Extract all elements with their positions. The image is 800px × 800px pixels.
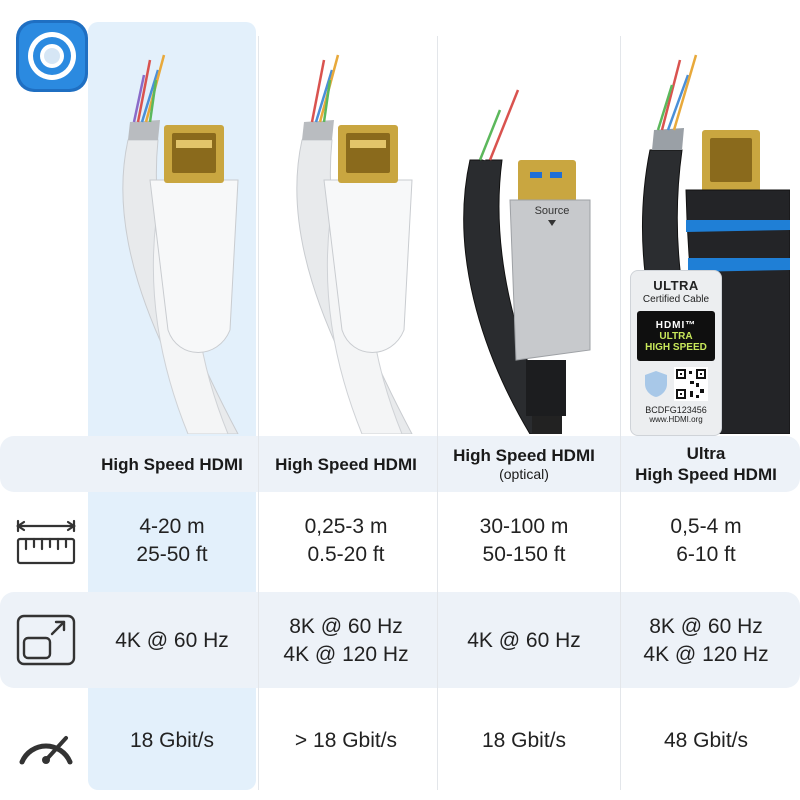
column-title-text: High Speed HDMI — [275, 454, 417, 474]
length-meters: 0,25-3 m — [304, 515, 388, 538]
length-meters: 30-100 m — [479, 515, 569, 538]
column-subtitle: (optical) — [499, 466, 549, 482]
bandwidth-value: 18 Gbit/s — [481, 729, 567, 752]
bandwidth-cell-4: 48 Gbit/s — [622, 714, 790, 768]
ruler-icon — [16, 519, 76, 565]
resolution-value: 4K @ 120 Hz — [283, 643, 409, 666]
resolution-cell-3: 4K @ 60 Hz — [440, 600, 608, 682]
bandwidth-cell-1: 18 Gbit/s — [88, 714, 256, 768]
header-band — [0, 436, 800, 492]
bandwidth-value: 18 Gbit/s — [129, 729, 215, 752]
hdmi-logo: HDMI™ ULTRA HIGH SPEED — [637, 311, 715, 361]
column-title-1: High Speed HDMI — [88, 436, 256, 492]
hdmi-logo-text: HDMI™ — [655, 319, 697, 331]
cable-image-optical: Source — [440, 30, 608, 434]
brand-ring-icon — [16, 20, 88, 92]
column-title-text: Ultra — [686, 444, 726, 463]
screen-resize-icon — [16, 614, 76, 666]
cable-image-white-1 — [88, 30, 256, 434]
length-feet: 6-10 ft — [676, 543, 736, 566]
length-meters: 0,5-4 m — [670, 515, 742, 538]
resolution-value: 4K @ 120 Hz — [643, 643, 769, 666]
bandwidth-cell-2: > 18 Gbit/s — [262, 714, 430, 768]
column-divider — [258, 36, 259, 790]
length-cell-2: 0,25-3 m 0.5-20 ft — [262, 506, 430, 576]
resolution-band — [0, 592, 800, 688]
qr-code-icon — [674, 367, 708, 401]
column-divider — [437, 36, 438, 790]
length-meters: 4-20 m — [139, 515, 205, 538]
column-title-text: High Speed HDMI — [453, 446, 595, 465]
bandwidth-value: > 18 Gbit/s — [294, 729, 398, 752]
speedometer-icon — [19, 736, 73, 765]
badge-url: www.HDMI.org — [649, 415, 703, 424]
bandwidth-value: 48 Gbit/s — [663, 729, 749, 752]
badge-certified-label: Certified Cable — [642, 294, 710, 305]
resolution-value: 4K @ 60 Hz — [467, 629, 581, 652]
column-divider — [620, 36, 621, 790]
hdmi-ultra-text: ULTRA — [659, 330, 693, 342]
ultra-certified-badge: ULTRA Certified Cable HDMI™ ULTRA HIGH S… — [630, 270, 722, 436]
length-cell-1: 4-20 m 25-50 ft — [88, 506, 256, 576]
length-cell-3: 30-100 m 50-150 ft — [440, 506, 608, 576]
cable-image-white-2 — [262, 30, 430, 434]
bandwidth-cell-3: 18 Gbit/s — [440, 714, 608, 768]
resolution-value: 4K @ 60 Hz — [115, 629, 229, 652]
column-title-3: High Speed HDMI (optical) — [440, 436, 608, 492]
badge-code: BCDFG123456 — [645, 405, 707, 415]
optical-source-label: Source — [535, 205, 570, 217]
length-feet: 0.5-20 ft — [307, 543, 385, 566]
resolution-value: 8K @ 60 Hz — [289, 615, 403, 638]
resolution-value: 8K @ 60 Hz — [649, 615, 763, 638]
hdmi-high-speed-text: HIGH SPEED — [645, 341, 707, 353]
resolution-cell-1: 4K @ 60 Hz — [88, 600, 256, 682]
column-title-text: High Speed HDMI — [101, 454, 243, 474]
resolution-cell-2: 8K @ 60 Hz 4K @ 120 Hz — [262, 600, 430, 682]
shield-icon — [645, 371, 667, 397]
column-title-4: Ultra High Speed HDMI — [622, 436, 790, 492]
length-feet: 25-50 ft — [136, 543, 208, 566]
length-feet: 50-150 ft — [482, 543, 566, 566]
column-title-2: High Speed HDMI — [262, 436, 430, 492]
resolution-cell-4: 8K @ 60 Hz 4K @ 120 Hz — [622, 600, 790, 682]
badge-ultra-label: ULTRA — [653, 278, 699, 293]
column-title-text-2: High Speed HDMI — [635, 465, 777, 484]
length-cell-4: 0,5-4 m 6-10 ft — [622, 506, 790, 576]
